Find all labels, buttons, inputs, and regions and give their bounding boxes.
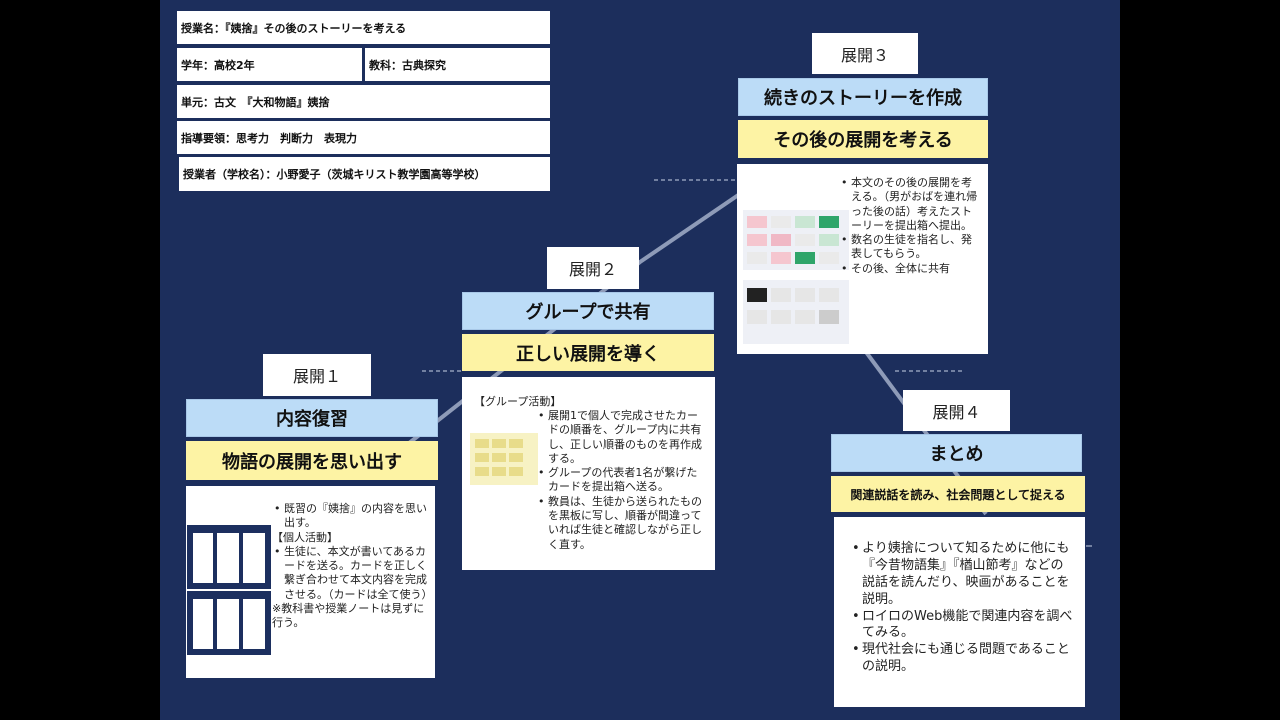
card-sorting-screenshot xyxy=(187,525,271,655)
step2-activity-label: 【グループ活動】 xyxy=(474,395,561,409)
step3-bullet2: 数名の生徒を指名し、発表してもらう。 xyxy=(839,233,979,262)
step3-bullet3: その後、全体に共有 xyxy=(839,262,979,276)
step1-tag: 展開１ xyxy=(263,354,371,396)
step2-tag: 展開２ xyxy=(547,247,639,289)
step2-title: グループで共有 xyxy=(462,292,714,330)
lesson-title-field: 授業名：『姨捨』その後のストーリーを考える xyxy=(177,11,550,44)
step2-bullet1: 展開1で個人で完成させたカードの順番を、グループ内に共有し、正しい順番のものを再… xyxy=(536,409,708,466)
step2-subtitle: 正しい展開を導く xyxy=(462,334,714,371)
step1-note: ※教科書や授業ノートは見ずに行う。 xyxy=(272,602,432,631)
step4-bullet2: ロイロのWeb機能で関連内容を調べてみる。 xyxy=(850,609,1076,643)
step3-bullet1: 本文のその後の展開を考える。（男がおばを連れ帰った後の話）考えたストーリーを提出… xyxy=(839,176,979,233)
step4-bullet1: より姨捨について知るために他にも『今昔物語集』『楢山節考』などの説話を読んだり、… xyxy=(850,541,1076,609)
step3-card: 本文のその後の展開を考える。（男がおばを連れ帰った後の話）考えたストーリーを提出… xyxy=(737,164,988,354)
teacher-field: 授業者（学校名）：小野愛子（茨城キリスト教学園高等学校） xyxy=(179,157,550,191)
step1-activity-label: 【個人活動】 xyxy=(272,531,432,545)
step2-bullet2: グループの代表者1名が繋げたカードを提出箱へ送る。 xyxy=(536,466,708,495)
story-submissions-screenshot xyxy=(743,210,849,344)
step1-bullet1: 既習の『姨捨』の内容を思い出す。 xyxy=(272,502,432,531)
step1-subtitle: 物語の展開を思い出す xyxy=(186,441,438,480)
step4-title: まとめ xyxy=(831,434,1082,472)
step4-tag: 展開４ xyxy=(903,390,1010,431)
step1-card: 既習の『姨捨』の内容を思い出す。 【個人活動】 生徒に、本文が書いてあるカードを… xyxy=(186,486,435,678)
step3-subtitle: その後の展開を考える xyxy=(738,120,988,158)
unit-field: 単元：古文 『大和物語』姨捨 xyxy=(177,85,550,118)
step1-bullet2: 生徒に、本文が書いてあるカードを送る。カードを正しく繋ぎ合わせて本文内容を完成さ… xyxy=(272,545,432,602)
grade-field: 学年：高校2年 xyxy=(177,48,362,81)
subject-field: 教科：古典探究 xyxy=(365,48,550,81)
step2-card: 【グループ活動】 展開1で個人で完成させたカードの順番を、グループ内に共有し、正… xyxy=(462,377,715,570)
step3-title: 続きのストーリーを作成 xyxy=(738,78,988,116)
slide: 授業名：『姨捨』その後のストーリーを考える 学年：高校2年 教科：古典探究 単元… xyxy=(160,0,1120,720)
guideline-field: 指導要領：思考力 判断力 表現力 xyxy=(177,121,550,154)
step2-bullet3: 教員は、生徒から送られたものを黒板に写し、順番が間違っていれば生徒と確認しながら… xyxy=(536,495,708,552)
step4-bullet3: 現代社会にも通じる問題であることの説明。 xyxy=(850,642,1076,676)
step4-subtitle: 関連説話を読み、社会問題として捉える xyxy=(831,476,1085,512)
step3-tag: 展開３ xyxy=(812,33,918,74)
step1-title: 内容復習 xyxy=(186,399,438,437)
step4-card: より姨捨について知るために他にも『今昔物語集』『楢山節考』などの説話を読んだり、… xyxy=(834,517,1085,707)
group-cards-screenshot xyxy=(470,433,538,485)
